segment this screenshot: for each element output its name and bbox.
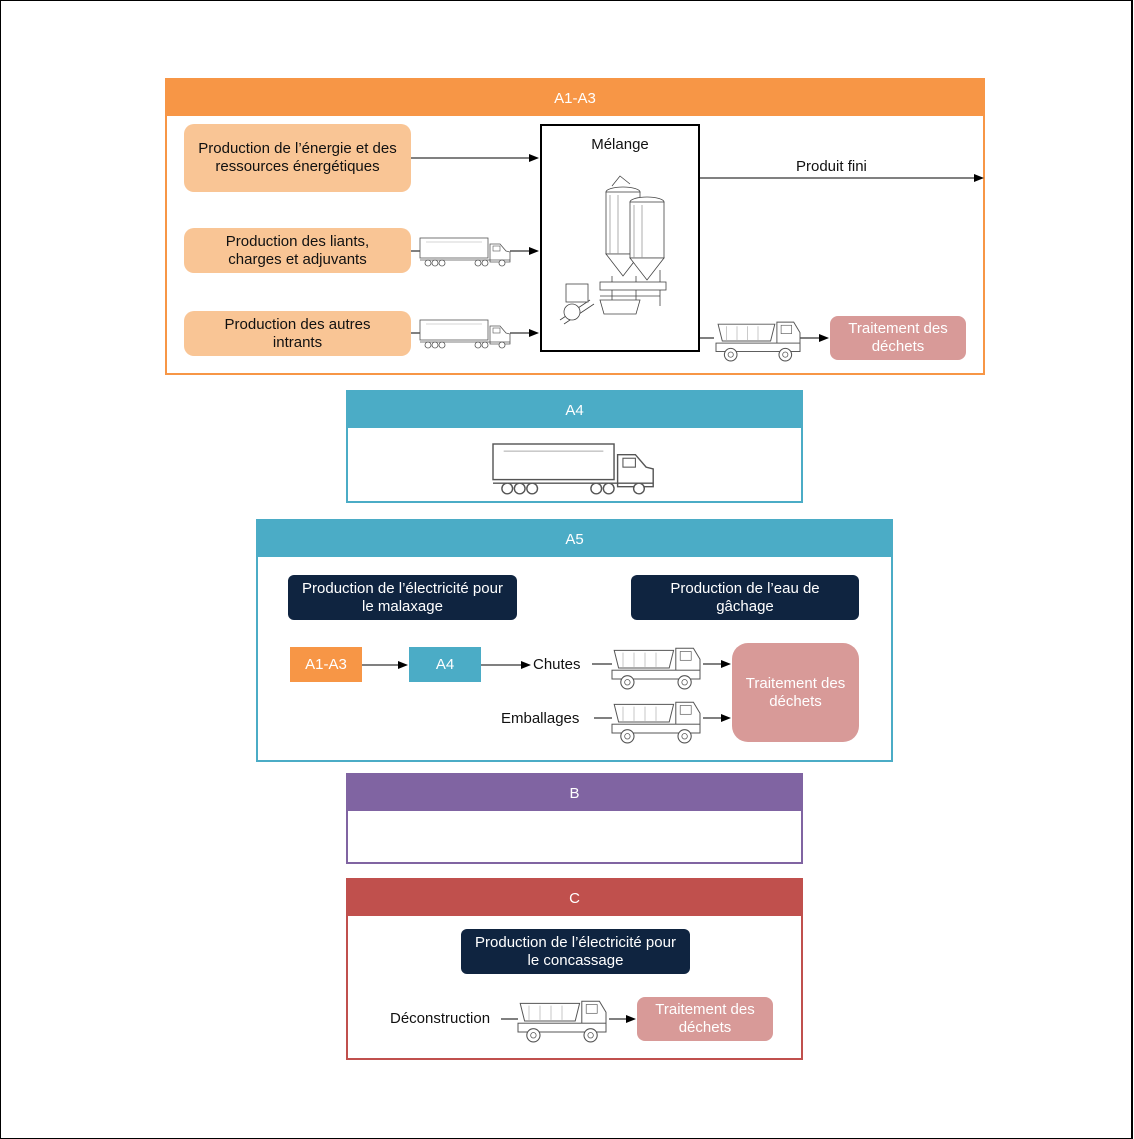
dump-truck-icon bbox=[611, 701, 701, 744]
input-energy-label: Production de l’énergie et des ressource… bbox=[198, 140, 397, 175]
input-binders-box: Production des liants, charges et adjuva… bbox=[184, 228, 411, 273]
a5-box-a4: A4 bbox=[409, 647, 481, 682]
input-other-label: Production des autres intrants bbox=[224, 315, 371, 351]
stage-a1a3-panel: A1-A3 bbox=[165, 78, 985, 375]
truck-icon bbox=[419, 237, 511, 267]
c-waste-box: Traitement des déchets bbox=[637, 997, 773, 1041]
input-binders-label: Production des liants, charges et adjuva… bbox=[225, 232, 370, 268]
electricity-crushing-box: Production de l’électricité pour le conc… bbox=[461, 929, 690, 974]
scraps-label: Chutes bbox=[533, 656, 581, 673]
electricity-mixing-label: Production de l’électricité pour le mala… bbox=[302, 579, 503, 615]
truck-icon bbox=[419, 319, 511, 349]
stage-a5-header: A5 bbox=[258, 521, 891, 557]
mixing-label: Mélange bbox=[591, 136, 649, 153]
stage-c-header: C bbox=[348, 880, 801, 916]
silo-plant-icon bbox=[559, 175, 667, 325]
a1a3-waste-box: Traitement des déchets bbox=[830, 316, 966, 360]
a5-waste-label: Traitement des déchets bbox=[745, 674, 846, 710]
finished-product-label: Produit fini bbox=[796, 158, 867, 175]
stage-a1a3-header: A1-A3 bbox=[167, 80, 983, 116]
stage-a5-panel: A5 bbox=[256, 519, 893, 762]
c-waste-label: Traitement des déchets bbox=[655, 1001, 755, 1036]
deconstruction-label: Déconstruction bbox=[390, 1010, 491, 1027]
dump-truck-icon bbox=[517, 1000, 607, 1043]
water-box: Production de l’eau de gâchage bbox=[631, 575, 859, 620]
dump-truck-icon bbox=[611, 647, 701, 690]
input-other-box: Production des autres intrants bbox=[184, 311, 411, 356]
stage-c-panel: C bbox=[346, 878, 803, 1060]
electricity-crushing-label: Production de l’électricité pour le conc… bbox=[475, 933, 676, 969]
stage-b-panel: B bbox=[346, 773, 803, 864]
input-energy-box: Production de l’énergie et des ressource… bbox=[184, 124, 411, 192]
stage-b-header: B bbox=[348, 775, 801, 811]
a1a3-waste-label: Traitement des déchets bbox=[848, 320, 948, 355]
a5-waste-box: Traitement des déchets bbox=[732, 643, 859, 742]
a5-arrows bbox=[362, 660, 731, 722]
stage-a4-panel: A4 bbox=[346, 390, 803, 503]
a5-box-a1a3: A1-A3 bbox=[290, 647, 362, 682]
electricity-mixing-box: Production de l’électricité pour le mala… bbox=[288, 575, 517, 620]
truck-icon bbox=[492, 443, 654, 495]
packaging-label: Emballages bbox=[501, 710, 580, 727]
dump-truck-icon bbox=[715, 321, 801, 362]
water-label: Production de l’eau de gâchage bbox=[670, 579, 820, 615]
stage-a4-header: A4 bbox=[348, 392, 801, 428]
a1a3-arrows bbox=[411, 154, 984, 342]
